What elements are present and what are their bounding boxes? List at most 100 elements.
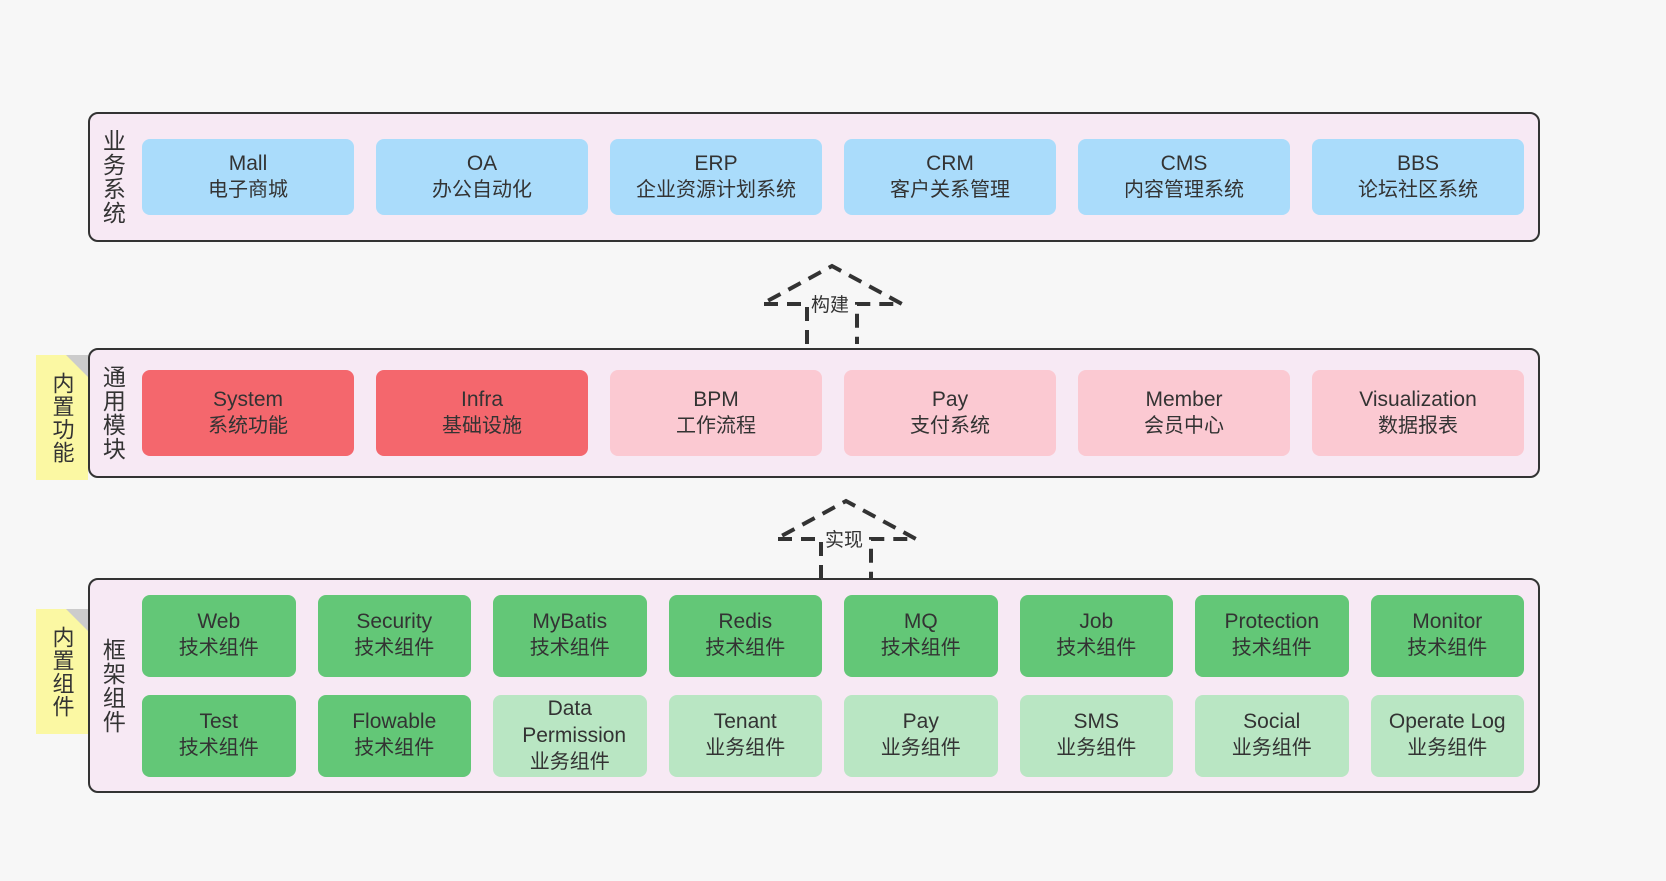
module-title: Member — [1145, 387, 1223, 411]
component-box-operate-log[interactable]: Operate Log 业务组件 — [1370, 694, 1524, 777]
component-title: Web — [197, 610, 241, 634]
module-box-bbs[interactable]: BBS 论坛社区系统 — [1312, 139, 1524, 215]
component-title: Job — [1079, 610, 1114, 634]
component-subtitle: 技术组件 — [529, 637, 610, 660]
component-subtitle: 技术组件 — [1407, 637, 1488, 660]
component-subtitle: 业务组件 — [1056, 737, 1137, 760]
row-framework-1: Web 技术组件 Security 技术组件 MyBatis 技术组件 Redi… — [142, 594, 1524, 677]
component-title: Protection — [1224, 610, 1320, 634]
section-business-system: 业务系统 Mall 电子商城 OA 办公自动化 ERP 企业资源计划系统 CRM… — [88, 112, 1540, 242]
module-subtitle: 支付系统 — [910, 414, 990, 437]
section-label-framework-component: 框架组件 — [99, 637, 126, 734]
component-box-security[interactable]: Security 技术组件 — [317, 594, 471, 677]
folded-corner-icon — [66, 355, 88, 377]
component-title: Test — [199, 710, 238, 734]
component-subtitle: 业务组件 — [529, 750, 610, 773]
component-title: Data Permission — [522, 696, 627, 747]
section-common-module: 通用模块 System 系统功能 Infra 基础设施 BPM 工作流程 Pay… — [88, 348, 1540, 478]
module-box-bpm[interactable]: BPM 工作流程 — [610, 370, 822, 456]
module-title: ERP — [694, 151, 738, 175]
module-title: OA — [466, 151, 498, 175]
component-title: MyBatis — [532, 610, 608, 634]
module-subtitle: 工作流程 — [676, 414, 756, 437]
module-subtitle: 会员中心 — [1144, 414, 1224, 437]
component-box-protection[interactable]: Protection 技术组件 — [1195, 594, 1349, 677]
module-box-cms[interactable]: CMS 内容管理系统 — [1078, 139, 1290, 215]
component-box-job[interactable]: Job 技术组件 — [1019, 594, 1173, 677]
component-box-monitor[interactable]: Monitor 技术组件 — [1370, 594, 1524, 677]
component-subtitle: 技术组件 — [354, 737, 435, 760]
component-title: Social — [1243, 710, 1301, 734]
module-title: Visualization — [1359, 387, 1477, 411]
module-box-infra[interactable]: Infra 基础设施 — [376, 370, 588, 456]
component-box-mybatis[interactable]: MyBatis 技术组件 — [493, 594, 647, 677]
module-box-pay[interactable]: Pay 支付系统 — [844, 370, 1056, 456]
component-subtitle: 业务组件 — [880, 737, 961, 760]
module-subtitle: 系统功能 — [208, 414, 288, 437]
component-subtitle: 技术组件 — [354, 637, 435, 660]
component-box-redis[interactable]: Redis 技术组件 — [668, 594, 822, 677]
module-subtitle: 电子商城 — [208, 178, 288, 201]
module-box-crm[interactable]: CRM 客户关系管理 — [844, 139, 1056, 215]
component-box-data-permission[interactable]: Data Permission 业务组件 — [493, 694, 647, 777]
module-subtitle: 数据报表 — [1378, 414, 1458, 437]
component-subtitle: 技术组件 — [178, 737, 259, 760]
module-title: CRM — [926, 151, 974, 175]
note-builtin-component: 内置组件 — [36, 609, 88, 734]
component-box-pay[interactable]: Pay 业务组件 — [844, 694, 998, 777]
module-subtitle: 企业资源计划系统 — [636, 178, 796, 201]
module-box-oa[interactable]: OA 办公自动化 — [376, 139, 588, 215]
component-subtitle: 业务组件 — [1407, 737, 1488, 760]
module-subtitle: 论坛社区系统 — [1358, 178, 1478, 201]
section-framework-component: 框架组件 Web 技术组件 Security 技术组件 MyBatis 技术组件… — [88, 578, 1540, 793]
component-box-tenant[interactable]: Tenant 业务组件 — [668, 694, 822, 777]
component-box-sms[interactable]: SMS 业务组件 — [1019, 694, 1173, 777]
section-label-common-module: 通用模块 — [99, 365, 126, 461]
component-title: Pay — [902, 710, 939, 734]
connector-build-arrow — [752, 262, 912, 348]
connector-build-label: 构建 — [811, 295, 850, 316]
component-box-social[interactable]: Social 业务组件 — [1195, 694, 1349, 777]
component-subtitle: 业务组件 — [705, 737, 786, 760]
note-label: 内置组件 — [49, 625, 75, 718]
folded-corner-icon — [66, 609, 88, 631]
row-framework-2: Test 技术组件 Flowable 技术组件 Data Permission … — [142, 694, 1524, 777]
dashed-hollow-arrow-up-icon — [775, 498, 917, 579]
module-box-visualization[interactable]: Visualization 数据报表 — [1312, 370, 1524, 456]
module-subtitle: 办公自动化 — [432, 178, 532, 201]
component-title: SMS — [1073, 710, 1119, 734]
note-builtin-function: 内置功能 — [36, 355, 88, 480]
component-subtitle: 业务组件 — [1231, 737, 1312, 760]
module-title: BBS — [1396, 151, 1440, 175]
component-title: Redis — [718, 610, 773, 634]
component-title: Operate Log — [1388, 710, 1506, 734]
component-box-test[interactable]: Test 技术组件 — [142, 694, 296, 777]
module-title: System — [212, 387, 283, 411]
section-body-common-module: System 系统功能 Infra 基础设施 BPM 工作流程 Pay 支付系统… — [134, 350, 1538, 476]
component-subtitle: 技术组件 — [178, 637, 259, 660]
module-title: CMS — [1160, 151, 1208, 175]
component-box-mq[interactable]: MQ 技术组件 — [844, 594, 998, 677]
component-subtitle: 技术组件 — [705, 637, 786, 660]
module-subtitle: 内容管理系统 — [1124, 178, 1244, 201]
module-title: BPM — [693, 387, 739, 411]
row-business-1: Mall 电子商城 OA 办公自动化 ERP 企业资源计划系统 CRM 客户关系… — [142, 139, 1524, 215]
module-box-member[interactable]: Member 会员中心 — [1078, 370, 1290, 456]
module-box-mall[interactable]: Mall 电子商城 — [142, 139, 354, 215]
component-title: Tenant — [713, 710, 777, 734]
component-box-web[interactable]: Web 技术组件 — [142, 594, 296, 677]
component-title: Security — [356, 610, 433, 634]
module-title: Mall — [228, 151, 268, 175]
module-subtitle: 客户关系管理 — [890, 178, 1010, 201]
component-subtitle: 技术组件 — [880, 637, 961, 660]
module-box-system[interactable]: System 系统功能 — [142, 370, 354, 456]
module-box-erp[interactable]: ERP 企业资源计划系统 — [610, 139, 822, 215]
component-box-flowable[interactable]: Flowable 技术组件 — [317, 694, 471, 777]
note-label: 内置功能 — [49, 371, 75, 464]
module-subtitle: 基础设施 — [442, 414, 522, 437]
component-subtitle: 技术组件 — [1231, 637, 1312, 660]
section-label-business-system: 业务系统 — [99, 129, 126, 225]
section-body-business-system: Mall 电子商城 OA 办公自动化 ERP 企业资源计划系统 CRM 客户关系… — [134, 114, 1538, 240]
component-title: Monitor — [1412, 610, 1483, 634]
